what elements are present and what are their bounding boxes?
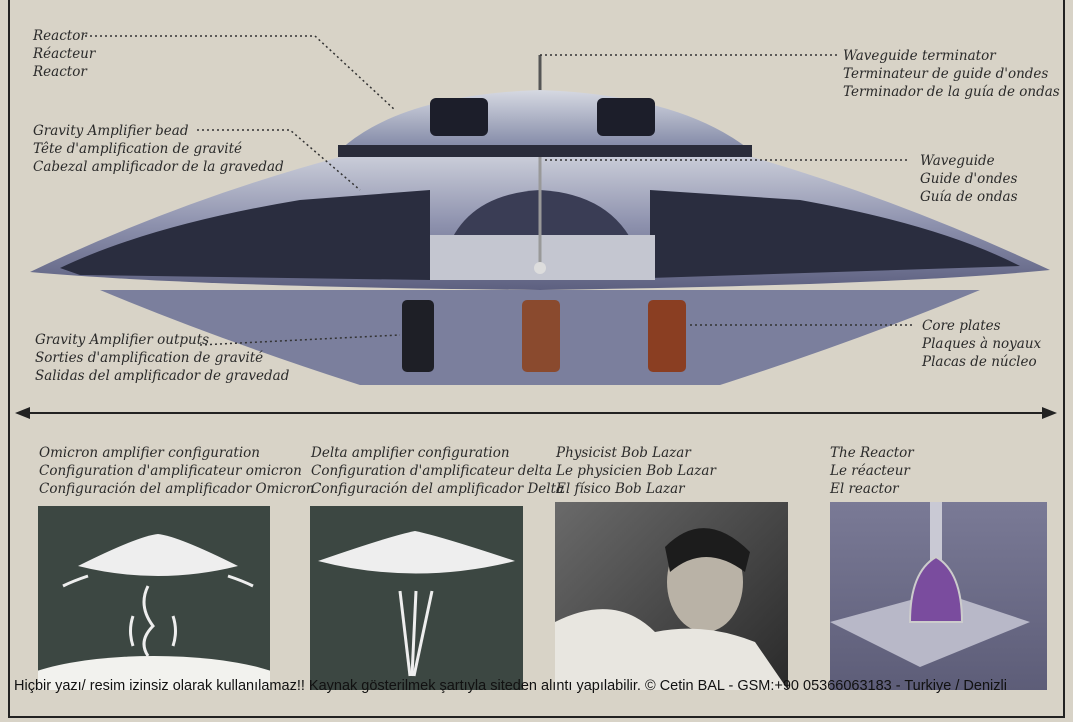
label-line: Waveguide terminator xyxy=(843,48,996,64)
label-line: Plaques à noyaux xyxy=(922,336,1042,352)
caption-line: Le réacteur xyxy=(830,463,910,479)
window-left xyxy=(430,98,488,136)
reactor-photo xyxy=(830,502,1047,690)
gravity-amplifier-head xyxy=(534,262,546,274)
caption-omicron: Omicron amplifier configuration Configur… xyxy=(39,444,315,498)
caption-line: Delta amplifier configuration xyxy=(311,445,510,461)
caption-lazar: Physicist Bob Lazar Le physicien Bob Laz… xyxy=(556,444,716,498)
label-line: Placas de núcleo xyxy=(922,354,1037,370)
caption-line: Configuración del amplificador Delta xyxy=(311,481,565,497)
caption-line: El físico Bob Lazar xyxy=(556,481,685,497)
amplifier-output-left xyxy=(402,300,434,372)
cutaway-chamber-left xyxy=(60,190,430,280)
label-reactor: Reactor Réacteur Reactor xyxy=(33,27,95,81)
label-line: Gravity Amplifier outputs xyxy=(35,332,210,348)
label-line: Salidas del amplificador de gravedad xyxy=(35,368,290,384)
caption-delta: Delta amplifier configuration Configurat… xyxy=(311,444,564,498)
caption-line: Omicron amplifier configuration xyxy=(39,445,260,461)
caption-reactor: The Reactor Le réacteur El reactor xyxy=(830,444,914,498)
amplifier-output-right xyxy=(648,300,686,372)
label-line: Guía de ondas xyxy=(920,189,1018,205)
label-line: Guide d'ondes xyxy=(920,171,1018,187)
caption-line: Physicist Bob Lazar xyxy=(556,445,691,461)
caption-line: El reactor xyxy=(830,481,899,497)
label-line: Tête d'amplification de gravité xyxy=(33,141,243,157)
label-line: Terminador de la guía de ondas xyxy=(843,84,1060,100)
label-line: Waveguide xyxy=(920,153,995,169)
delta-illustration xyxy=(310,506,523,690)
label-line: Core plates xyxy=(922,318,1001,334)
amplifier-output-center xyxy=(522,300,560,372)
copyright-watermark: Hiçbir yazı/ resim izinsiz olarak kullan… xyxy=(14,678,1007,694)
caption-line: Configuración del amplificador Omicron xyxy=(39,481,315,497)
label-line: Sorties d'amplification de gravité xyxy=(35,350,264,366)
caption-line: The Reactor xyxy=(830,445,914,461)
label-core-plates: Core plates Plaques à noyaux Placas de n… xyxy=(922,317,1041,371)
image-frame xyxy=(8,0,1065,718)
label-gravity-amplifier-outputs: Gravity Amplifier outputs Sorties d'ampl… xyxy=(35,331,289,385)
label-waveguide-terminator: Waveguide terminator Terminateur de guid… xyxy=(843,47,1060,101)
caption-line: Le physicien Bob Lazar xyxy=(556,463,716,479)
label-line: Reactor xyxy=(33,64,87,80)
leader-lines xyxy=(85,35,915,346)
label-waveguide: Waveguide Guide d'ondes Guía de ondas xyxy=(920,152,1018,206)
omicron-illustration xyxy=(38,506,270,690)
caption-line: Configuration d'amplificateur omicron xyxy=(39,463,302,479)
arrow-head-right xyxy=(1042,407,1057,419)
upper-dome xyxy=(340,90,750,150)
label-gravity-amplifier-head: Gravity Amplifier bead Tête d'amplificat… xyxy=(33,122,284,176)
label-line: Reactor xyxy=(33,28,87,44)
caption-line: Configuration d'amplificateur delta xyxy=(311,463,553,479)
label-line: Réacteur xyxy=(33,46,96,62)
cutaway-chamber-right xyxy=(650,190,1020,278)
window-right xyxy=(597,98,655,136)
label-line: Terminateur de guide d'ondes xyxy=(843,66,1049,82)
bob-lazar-photo xyxy=(555,502,788,690)
label-line: Gravity Amplifier bead xyxy=(33,123,189,139)
dome-band xyxy=(338,145,752,157)
arrow-head-left xyxy=(15,407,30,419)
label-line: Cabezal amplificador de la gravedad xyxy=(33,159,284,175)
